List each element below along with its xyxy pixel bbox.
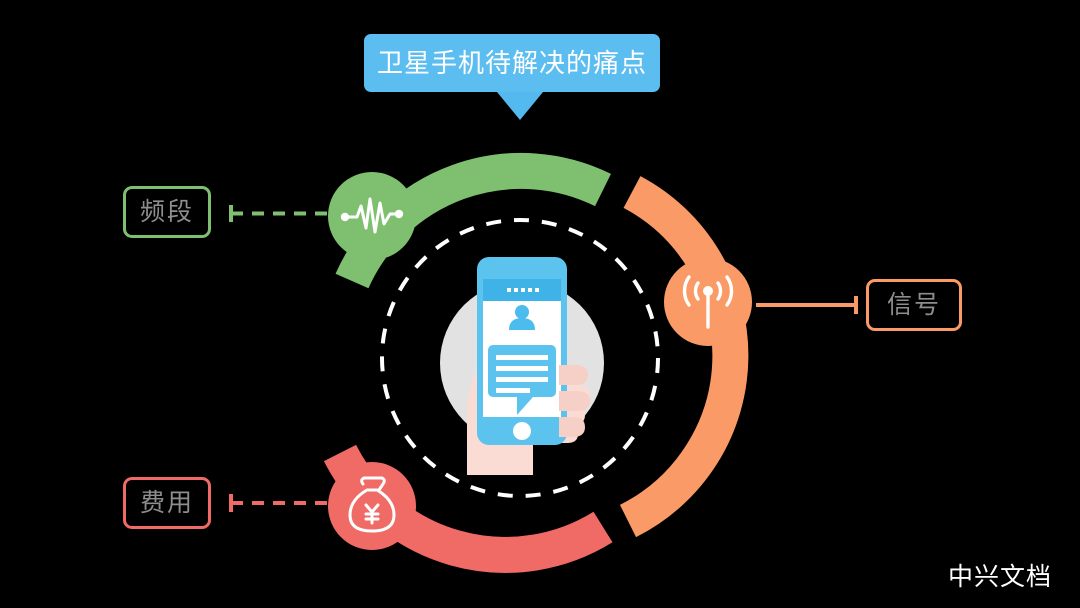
antenna-broadcast-icon <box>682 275 734 329</box>
triangle-down-icon <box>497 92 543 120</box>
arc-segment-signal <box>619 176 749 538</box>
label-chip-signal[interactable]: 信号 <box>866 279 962 331</box>
label-chip-band[interactable]: 频段 <box>123 186 211 238</box>
label-chip-signal-text: 信号 <box>886 290 941 319</box>
node-band[interactable] <box>328 172 416 260</box>
hand-holding-phone-chat-icon <box>440 257 604 475</box>
label-chip-band-text: 频段 <box>139 197 194 226</box>
status-dots-icon <box>507 288 539 292</box>
phone-illustration <box>477 257 567 445</box>
connector-cost <box>229 494 332 512</box>
chat-bubble-icon <box>488 345 556 415</box>
fingers-overlay <box>559 365 590 437</box>
connector-band <box>229 205 330 222</box>
dashed-orbit-ring <box>380 218 660 498</box>
node-circle-cost <box>328 462 416 550</box>
title-banner: 卫星手机待解决的痛点 <box>364 34 660 92</box>
user-avatar-icon <box>509 305 535 330</box>
phone-home-button <box>513 422 531 440</box>
money-bag-yuan-icon <box>348 476 396 533</box>
page-title: 卫星手机待解决的痛点 <box>376 48 647 78</box>
waveform-icon <box>340 197 404 234</box>
label-chip-cost-text: 费用 <box>139 488 194 517</box>
node-signal[interactable] <box>664 258 752 346</box>
connector-signal <box>756 296 858 314</box>
node-cost[interactable] <box>328 462 416 550</box>
label-chip-cost[interactable]: 费用 <box>123 477 211 529</box>
watermark: 中兴文档 <box>947 563 1052 591</box>
